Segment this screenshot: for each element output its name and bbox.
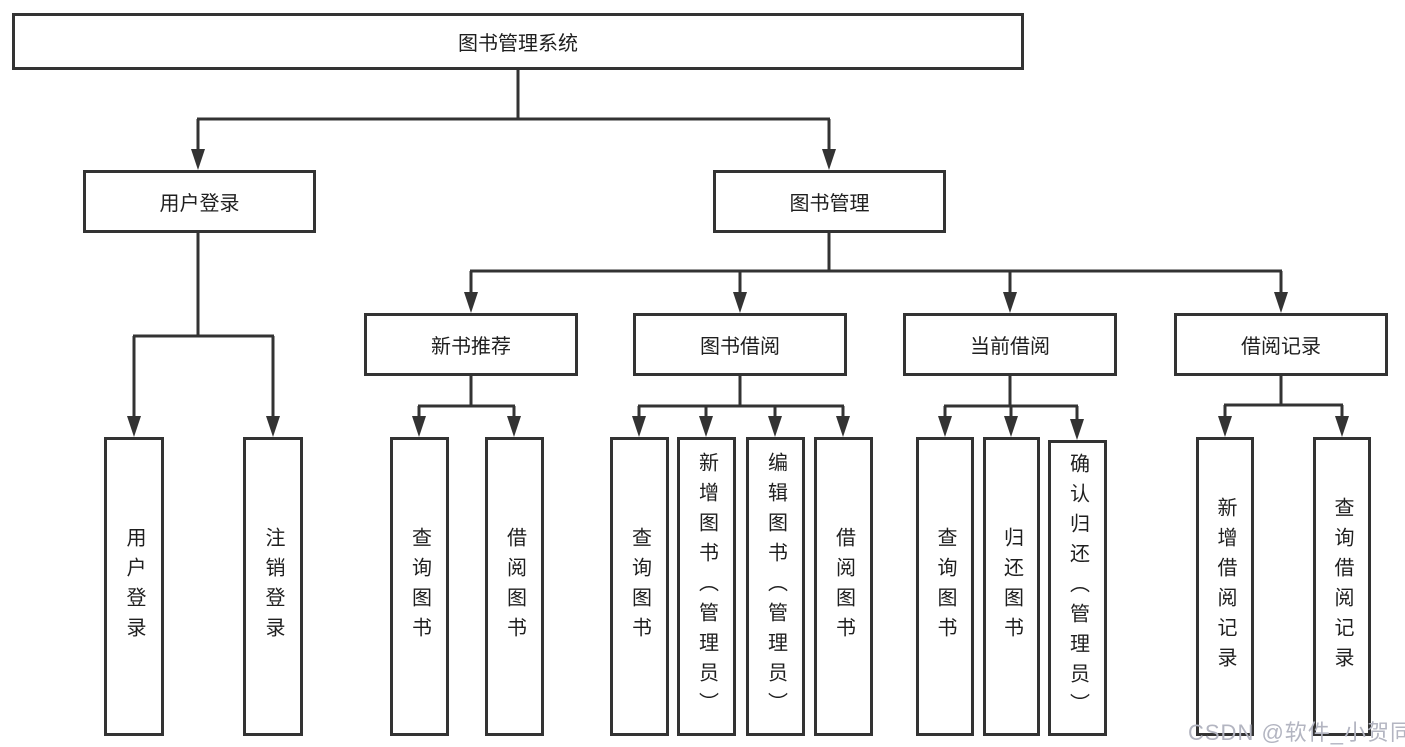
node-current-borrowing: 当前借阅: [903, 313, 1117, 376]
arrowhead: [1335, 416, 1349, 437]
connector-borrowing-records-branch: [1223, 376, 1344, 418]
arrowhead: [1070, 419, 1084, 440]
leaf-borrow-books-borrowing: 借阅图书: [814, 437, 873, 736]
arrowhead: [938, 416, 952, 437]
node-new-book-recommendation: 新书推荐: [364, 313, 578, 376]
leaf-query-books-current: 查询图书: [916, 437, 974, 736]
connector-new-book-branch: [417, 376, 516, 418]
arrowhead: [507, 416, 521, 437]
arrowhead: [1218, 416, 1232, 437]
arrowhead: [464, 292, 478, 313]
leaf-query-books-recommend: 查询图书: [390, 437, 449, 736]
arrowhead: [412, 416, 426, 437]
node-user-login: 用户登录: [83, 170, 316, 233]
arrowhead: [836, 416, 850, 437]
leaf-add-borrowing-record: 新增借阅记录: [1196, 437, 1254, 736]
leaf-return-books: 归还图书: [983, 437, 1040, 736]
arrowhead: [768, 416, 782, 437]
leaf-user-login: 用户登录: [104, 437, 164, 736]
node-book-management: 图书管理: [713, 170, 946, 233]
leaf-logout-login: 注销登录: [243, 437, 303, 736]
connector-root-to-level2: [196, 70, 831, 150]
arrowhead: [266, 416, 280, 437]
leaf-borrow-books-recommend: 借阅图书: [485, 437, 544, 736]
leaf-add-book-admin: 新增图书（管理员）: [677, 437, 736, 736]
leaf-confirm-return-admin: 确认归还（管理员）: [1048, 440, 1107, 736]
csdn-watermark: CSDN @软件_小贺同学: [1188, 720, 1405, 745]
arrowhead: [699, 416, 713, 437]
leaf-query-borrowing-record: 查询借阅记录: [1313, 437, 1371, 736]
node-book-borrowing: 图书借阅: [633, 313, 847, 376]
arrowhead: [1004, 416, 1018, 437]
arrowhead: [733, 292, 747, 313]
arrowhead: [1003, 292, 1017, 313]
arrowhead: [822, 149, 836, 170]
leaf-query-books-borrowing: 查询图书: [610, 437, 669, 736]
leaf-edit-book-admin: 编辑图书（管理员）: [746, 437, 805, 736]
connector-user-login-branch: [132, 233, 275, 418]
connector-book-borrowing-branch: [637, 376, 845, 418]
arrowhead: [191, 149, 205, 170]
node-borrowing-records: 借阅记录: [1174, 313, 1388, 376]
connector-book-management-branch: [469, 233, 1283, 293]
node-library-management-system: 图书管理系统: [12, 13, 1024, 70]
arrowhead: [632, 416, 646, 437]
connector-current-borrowing-branch: [943, 376, 1079, 421]
arrowhead: [127, 416, 141, 437]
arrowhead: [1274, 292, 1288, 313]
